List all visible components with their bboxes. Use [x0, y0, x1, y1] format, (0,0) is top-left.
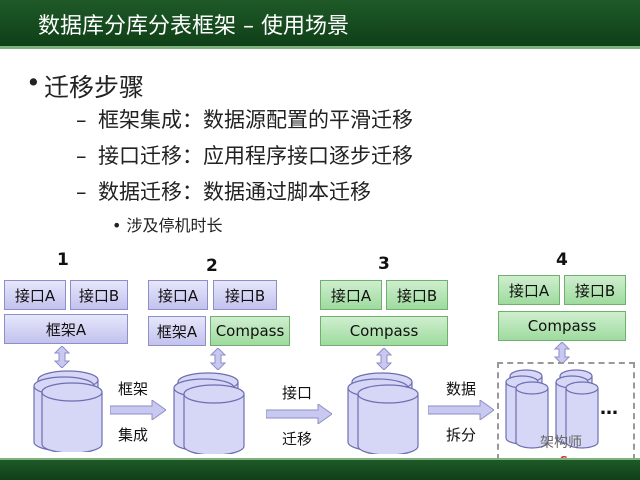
- more-shards-ellipsis: …: [600, 398, 618, 419]
- shard-1-database-icon: [505, 369, 549, 449]
- title-underline: [0, 46, 640, 49]
- dash-icon: –: [76, 180, 87, 204]
- stage-4-link-arrow-icon: [554, 342, 570, 364]
- stage-3-interface-a: 接口A: [320, 280, 382, 310]
- stage-1-interface-a: 接口A: [4, 280, 66, 310]
- sub-bullet-3-text: 数据迁移：数据通过脚本迁移: [98, 180, 371, 204]
- stage-4-number: 4: [556, 250, 568, 270]
- stage-3-link-arrow-icon: [376, 348, 392, 370]
- shard-2-database-icon: [555, 369, 599, 449]
- sub-sub-bullet-text: 涉及停机时长: [126, 216, 223, 235]
- stage-2-framework-a: 框架A: [148, 316, 206, 346]
- dash-icon: –: [76, 144, 87, 168]
- bullet-main: • 迁移步骤: [26, 68, 145, 104]
- bullet-main-text: 迁移步骤: [44, 73, 145, 102]
- transition-2-arrow-icon: [266, 404, 332, 424]
- stage-2-interface-a: 接口A: [148, 280, 208, 310]
- stage-2-link-arrow-icon: [210, 348, 226, 370]
- footer-bar: [0, 460, 640, 480]
- slide-title: 数据库分库分表框架 – 使用场景: [38, 14, 349, 39]
- dash-icon: –: [76, 108, 87, 132]
- stage-1-interface-b: 接口B: [70, 280, 128, 310]
- title-bar: 数据库分库分表框架 – 使用场景: [0, 0, 640, 46]
- sub-bullet-1: –框架集成：数据源配置的平滑迁移: [76, 104, 413, 134]
- stage-1-framework-a: 框架A: [4, 314, 128, 344]
- stage-4-compass: Compass: [498, 311, 626, 341]
- transition-3-line2: 拆分: [446, 426, 477, 444]
- stage-4-interface-a: 接口A: [498, 275, 560, 305]
- stage-4-interface-b: 接口B: [564, 275, 626, 305]
- stage-3-database-icon: [347, 372, 419, 454]
- transition-1-line2: 集成: [118, 426, 149, 444]
- sub-bullet-2: –接口迁移：应用程序接口逐步迁移: [76, 140, 413, 170]
- stage-1-database-icon: [33, 370, 103, 452]
- sub-bullet-2-text: 接口迁移：应用程序接口逐步迁移: [98, 144, 413, 168]
- stage-2-compass: Compass: [210, 316, 290, 346]
- stage-2-database-icon: [173, 372, 245, 454]
- stage-2-interface-b: 接口B: [213, 280, 277, 310]
- bullet-dot-icon: •: [26, 68, 41, 97]
- watermark-account: 架构师: [540, 435, 582, 451]
- stage-3-interface-b: 接口B: [386, 280, 448, 310]
- transition-2-line2: 迁移: [282, 430, 313, 448]
- stage-2-number: 2: [206, 256, 218, 276]
- sub-bullet-3: –数据迁移：数据通过脚本迁移: [76, 176, 371, 206]
- transition-3-line1: 数据: [446, 380, 477, 398]
- stage-3-number: 3: [378, 254, 390, 274]
- sub-sub-bullet: • 涉及停机时长: [112, 216, 223, 235]
- sub-bullet-1-text: 框架集成：数据源配置的平滑迁移: [98, 108, 413, 132]
- transition-1-line1: 框架: [118, 380, 149, 398]
- stage-1-number: 1: [57, 250, 69, 270]
- stage-1-link-arrow-icon: [54, 346, 70, 368]
- transition-3-arrow-icon: [428, 400, 494, 420]
- stage-3-compass: Compass: [320, 316, 448, 346]
- footer-rule: [0, 458, 640, 460]
- transition-1-arrow-icon: [110, 400, 166, 420]
- transition-2-line1: 接口: [282, 384, 313, 402]
